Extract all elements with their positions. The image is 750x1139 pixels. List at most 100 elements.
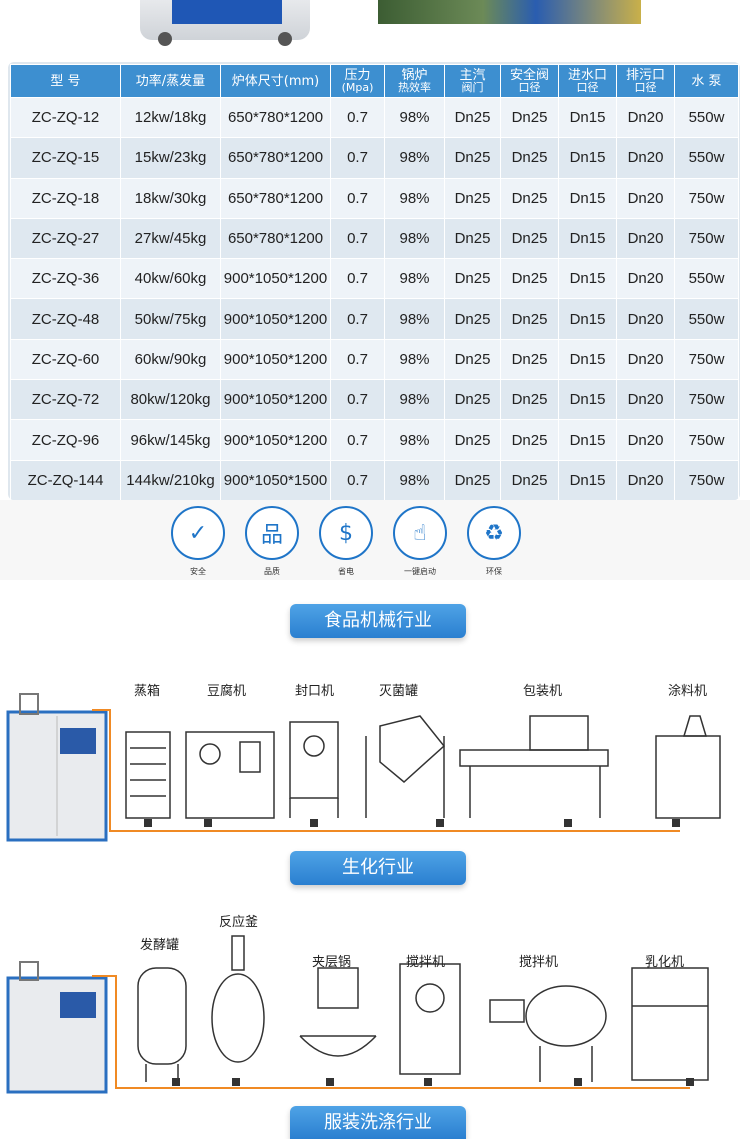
table-cell: Dn25 [500, 258, 559, 300]
table-cell: 900*1050*1200 [220, 419, 331, 461]
table-cell: Dn15 [558, 258, 617, 300]
table-cell: Dn15 [558, 298, 617, 340]
table-cell: 80kw/120kg [120, 379, 221, 421]
table-cell: Dn20 [616, 217, 675, 260]
table-cell: Dn25 [500, 338, 559, 381]
table-cell: Dn20 [616, 338, 675, 381]
table-cell: 0.7 [330, 217, 385, 260]
table-cell: Dn25 [444, 298, 501, 340]
table-cell: 750w [674, 217, 739, 260]
spec-table: 型 号功率/蒸发量炉体尺寸(mm)压力(Mpa)锅炉热效率主汽阀门安全阀口径进水… [10, 64, 739, 500]
fermenter-icon [137, 967, 187, 1065]
table-cell: Dn15 [558, 419, 617, 461]
column-header: 排污口口径 [616, 64, 675, 98]
table-cell: Dn25 [444, 258, 501, 300]
sealing-machine-icon [289, 721, 339, 799]
table-cell: ZC-ZQ-48 [10, 298, 121, 340]
table-cell: 98% [384, 419, 445, 461]
steam-boiler-icon [6, 693, 108, 842]
packaging-machine-icon [459, 749, 609, 767]
table-cell: Dn25 [500, 459, 559, 500]
table-cell: Dn20 [616, 379, 675, 421]
table-cell: Dn25 [500, 177, 559, 219]
table-cell: Dn25 [444, 177, 501, 219]
table-cell: 0.7 [330, 298, 385, 340]
table-cell: Dn20 [616, 137, 675, 179]
section-banner-biochem: 生化行业 [290, 851, 466, 885]
table-cell: 98% [384, 137, 445, 179]
table-cell: 900*1050*1200 [220, 298, 331, 340]
feature-icons: ✓安全品品质$省电☝一键启动♻环保 [170, 506, 550, 576]
table-cell: Dn15 [558, 379, 617, 421]
table-cell: 650*780*1200 [220, 96, 331, 139]
wheel-icon [158, 32, 172, 46]
shield-check-icon: ✓ [171, 506, 225, 560]
table-cell: 50kw/75kg [120, 298, 221, 340]
column-header: 水 泵 [674, 64, 739, 98]
table-cell: ZC-ZQ-60 [10, 338, 121, 381]
table-cell: 0.7 [330, 338, 385, 381]
table-cell: Dn15 [558, 137, 617, 179]
mixer-icon-1 [399, 963, 461, 1075]
table-cell: 650*780*1200 [220, 177, 331, 219]
feature-label: 一键启动 [404, 567, 436, 576]
jacketed-kettle-icon [299, 1035, 377, 1057]
table-cell: Dn20 [616, 459, 675, 500]
machine-label: 乳化机 [645, 955, 685, 970]
table-cell: 0.7 [330, 459, 385, 500]
table-cell: Dn15 [558, 338, 617, 381]
table-cell: Dn25 [444, 137, 501, 179]
table-cell: ZC-ZQ-12 [10, 96, 121, 139]
table-cell: 98% [384, 258, 445, 300]
table-cell: 98% [384, 217, 445, 260]
feature-label: 品质 [264, 567, 280, 576]
machine-label: 夹层锅 [312, 955, 352, 970]
feature-label: 省电 [338, 567, 354, 576]
table-cell: 900*1050*1500 [220, 459, 331, 500]
table-cell: 0.7 [330, 258, 385, 300]
machine-label: 反应釜 [219, 915, 259, 930]
mixer-icon-2 [489, 999, 525, 1023]
table-cell: 750w [674, 459, 739, 500]
table-cell: 900*1050*1200 [220, 379, 331, 421]
machine-label: 搅拌机 [406, 955, 446, 970]
column-header: 安全阀口径 [500, 64, 559, 98]
column-header: 炉体尺寸(mm) [220, 64, 331, 98]
boiler-photo-right [378, 0, 641, 24]
food-machines-drawing [6, 693, 721, 842]
table-cell: Dn25 [500, 379, 559, 421]
machine-label: 搅拌机 [519, 955, 559, 970]
table-cell: Dn25 [500, 419, 559, 461]
reactor-icon [211, 973, 265, 1063]
table-cell: Dn25 [444, 379, 501, 421]
table-cell: 40kw/60kg [120, 258, 221, 300]
table-cell: 98% [384, 459, 445, 500]
table-cell: Dn20 [616, 258, 675, 300]
table-cell: 15kw/23kg [120, 137, 221, 179]
table-cell: 750w [674, 419, 739, 461]
table-cell: Dn25 [500, 298, 559, 340]
coating-machine-icon [655, 735, 721, 819]
table-cell: 0.7 [330, 379, 385, 421]
table-cell: 650*780*1200 [220, 137, 331, 179]
column-header: 主汽阀门 [444, 64, 501, 98]
table-cell: 550w [674, 137, 739, 179]
table-cell: 550w [674, 96, 739, 139]
steam-box-icon [125, 731, 171, 819]
column-header: 锅炉热效率 [384, 64, 445, 98]
section-banner-laundry: 服装洗涤行业 [290, 1106, 466, 1139]
table-cell: 98% [384, 298, 445, 340]
table-cell: ZC-ZQ-144 [10, 459, 121, 500]
steam-boiler-icon [6, 961, 108, 1094]
table-cell: Dn20 [616, 177, 675, 219]
table-header-row: 型 号功率/蒸发量炉体尺寸(mm)压力(Mpa)锅炉热效率主汽阀门安全阀口径进水… [10, 64, 739, 98]
table-cell: Dn25 [444, 217, 501, 260]
column-header: 功率/蒸发量 [120, 64, 221, 98]
table-cell: 550w [674, 298, 739, 340]
